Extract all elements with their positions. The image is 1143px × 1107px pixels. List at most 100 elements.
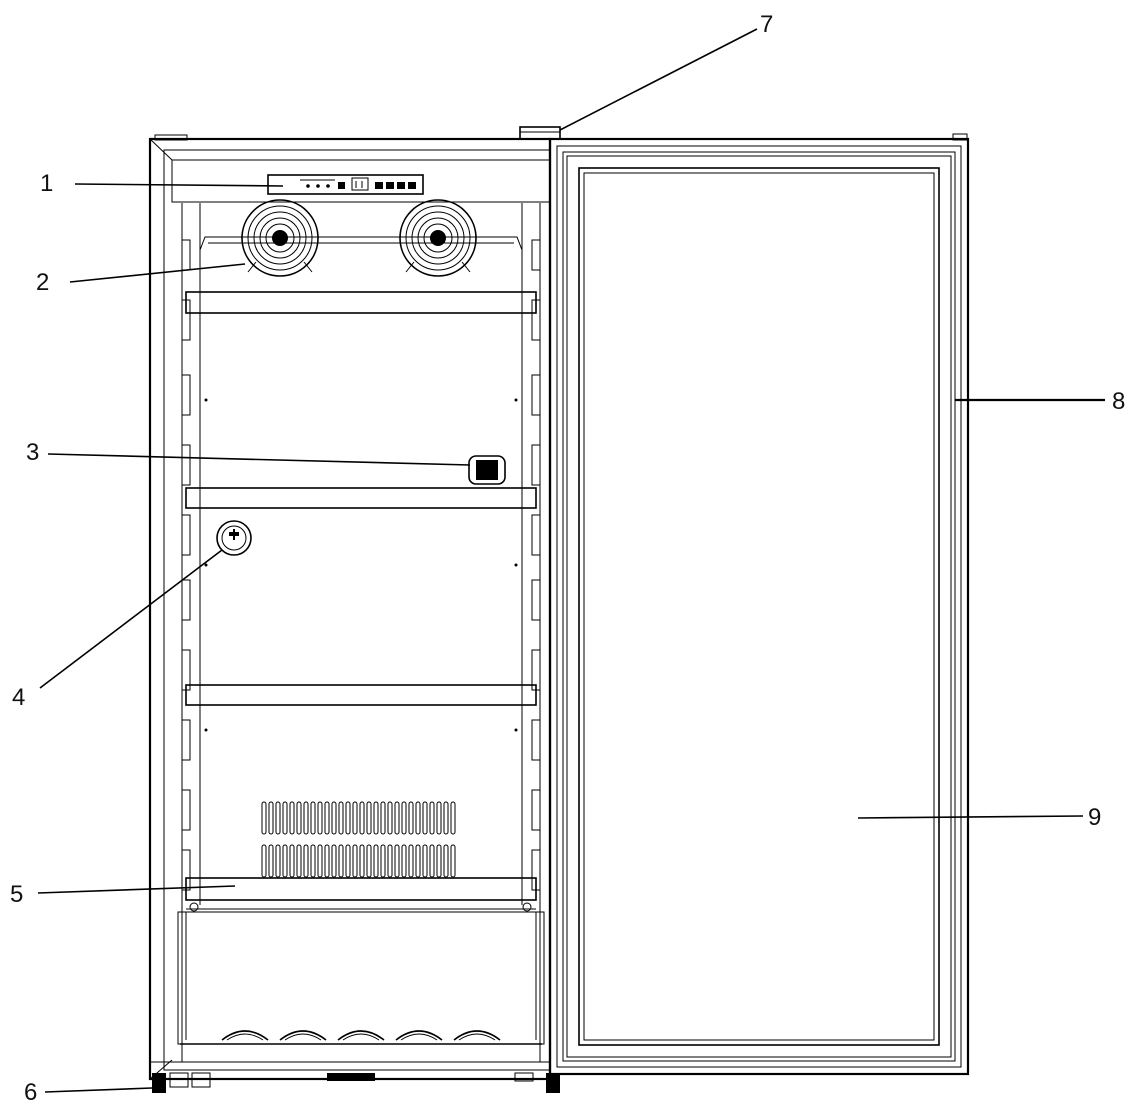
left-shelf-rails (182, 239, 191, 891)
vent-slot (324, 844, 330, 878)
vent-slot (352, 844, 358, 878)
vent-slot (275, 844, 281, 878)
vent-slot (317, 844, 323, 878)
shelf-3 (185, 684, 537, 706)
vent-slot (303, 801, 309, 835)
vent-slot (443, 844, 449, 878)
right-shelf-rails (531, 239, 540, 891)
vent-slot (422, 801, 428, 835)
interior-light-lens (476, 460, 498, 480)
leader-line-1 (74, 183, 284, 187)
vent-slot (436, 844, 442, 878)
vent-slot (408, 801, 414, 835)
callout-3: 3 (26, 439, 39, 466)
shelf-1 (185, 291, 537, 314)
control-button-2 (386, 182, 394, 189)
control-digital-display (351, 177, 369, 191)
vent-slot (408, 844, 414, 878)
vent-slot (366, 844, 372, 878)
leader-lines (37, 28, 1105, 1093)
vent-slot (268, 801, 274, 835)
control-button-3 (397, 182, 405, 189)
control-led-1 (306, 184, 310, 188)
control-button-1 (375, 182, 383, 189)
control-led-3 (326, 184, 330, 188)
vent-slot (310, 844, 316, 878)
vent-slot (387, 844, 393, 878)
fan-left (241, 199, 319, 277)
leader-line-7 (559, 28, 758, 131)
callout-2: 2 (36, 269, 49, 296)
leveling-foot-left (152, 1073, 166, 1093)
vent-slot (359, 801, 365, 835)
cabinet-inner-frame (163, 149, 551, 1071)
vent-slot (268, 844, 274, 878)
shelf-4 (185, 877, 537, 912)
vent-slot (331, 844, 337, 878)
vent-slot (401, 844, 407, 878)
control-led-2 (316, 184, 320, 188)
top-rack-frame (199, 236, 523, 293)
glass-door (548, 133, 970, 1076)
cabinet-top-cap-left (154, 134, 188, 141)
sensor-knob (216, 520, 252, 556)
bottom-grille (327, 1073, 375, 1081)
cabinet-outer-frame (148, 137, 552, 1081)
vent-slot (296, 801, 302, 835)
leveling-foot-right (546, 1073, 560, 1093)
vent-slot (261, 801, 267, 835)
vent-slot (289, 844, 295, 878)
control-area (171, 159, 551, 203)
vent-slot (303, 844, 309, 878)
leader-line-6 (44, 1087, 153, 1093)
callout-7: 7 (760, 11, 773, 38)
vent-slot (422, 844, 428, 878)
vent-slot (310, 801, 316, 835)
vent-slot (394, 801, 400, 835)
vent-slot (352, 801, 358, 835)
vent-slot (387, 801, 393, 835)
vent-slot (429, 801, 435, 835)
door-outer-frame (548, 137, 970, 1076)
top-hinge (519, 126, 561, 140)
vent-slot (415, 801, 421, 835)
bottom-bin (177, 911, 545, 1045)
vent-slot (345, 844, 351, 878)
vent-slot (373, 801, 379, 835)
leader-line-9 (857, 815, 1084, 819)
vent-slot (401, 801, 407, 835)
vent-slot (275, 801, 281, 835)
vent-slot (289, 801, 295, 835)
vent-row-lower (261, 844, 456, 878)
vent-slot (338, 801, 344, 835)
vent-slot (338, 844, 344, 878)
vent-slot (331, 801, 337, 835)
callout-1: 1 (40, 170, 53, 197)
cabinet (148, 126, 561, 1093)
leader-line-2 (69, 263, 246, 283)
control-button-4 (408, 182, 416, 189)
vent-slot (345, 801, 351, 835)
vent-slot (450, 801, 456, 835)
vent-slot (429, 844, 435, 878)
callout-9: 9 (1088, 804, 1101, 831)
leader-line-5 (37, 885, 236, 894)
control-button-small (338, 182, 345, 189)
vent-slot (324, 801, 330, 835)
vent-slot (394, 844, 400, 878)
callout-8: 8 (1112, 388, 1125, 415)
vent-slot (436, 801, 442, 835)
vent-slot (282, 844, 288, 878)
callout-labels: 1 2 3 4 5 6 7 8 9 (10, 11, 1125, 1106)
callout-5: 5 (10, 881, 23, 908)
callout-4: 4 (12, 684, 25, 711)
vent-slot (380, 844, 386, 878)
control-panel (267, 174, 424, 195)
leader-line-4 (39, 549, 223, 689)
vent-slot (415, 844, 421, 878)
door-gasket (566, 155, 952, 1058)
leader-line-3 (47, 453, 471, 466)
shelf-2 (185, 487, 537, 509)
vent-row-upper (261, 801, 456, 835)
